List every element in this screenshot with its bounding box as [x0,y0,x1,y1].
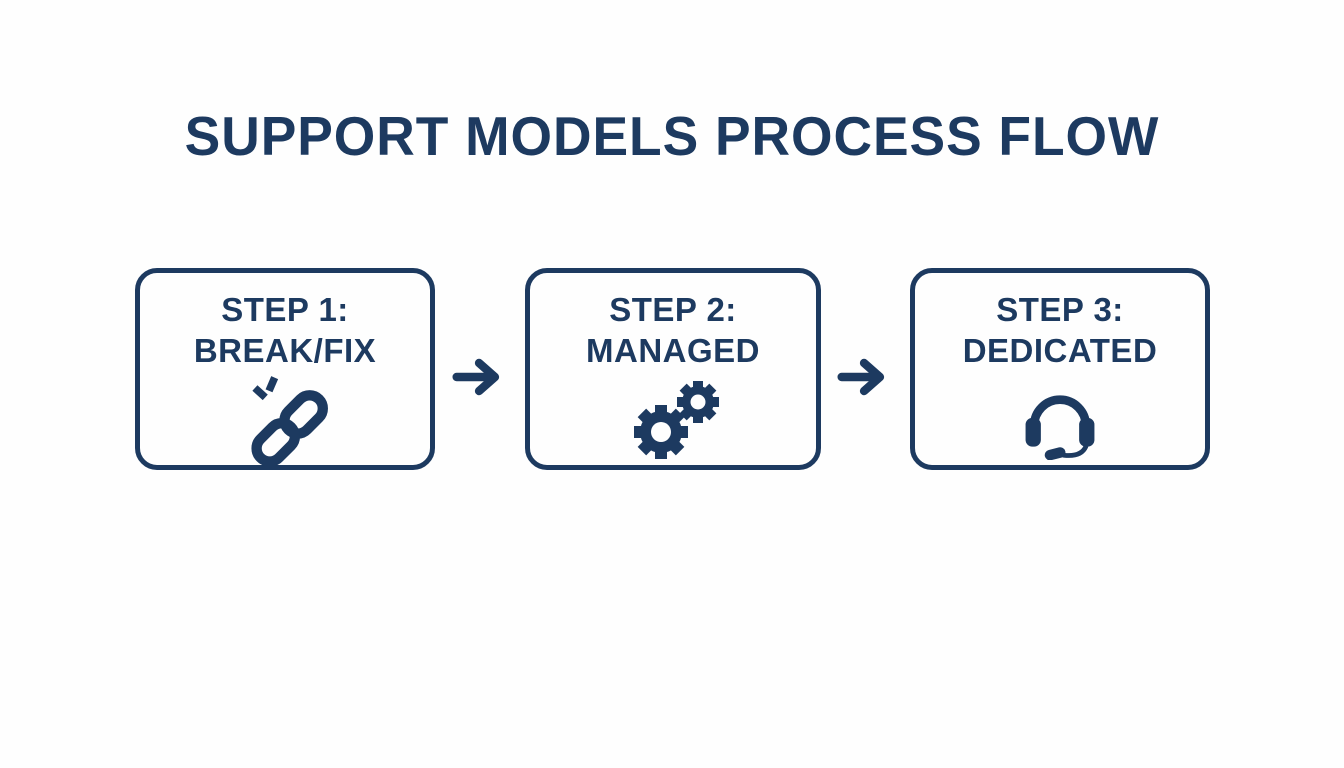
step-box-dedicated: STEP 3: DEDICATED [910,268,1210,470]
step-label: STEP 2: MANAGED [586,289,760,372]
step-label-line1: STEP 1: [221,291,349,328]
step-label-line2: DEDICATED [962,332,1158,370]
headset-icon [1012,372,1108,466]
gears-icon [617,372,729,470]
step-label: STEP 3: DEDICATED [963,289,1158,372]
page-title: SUPPORT MODELS PROCESS FLOW [184,105,1160,167]
arrow-right-icon [452,353,508,401]
broken-chain-link-icon [233,372,337,472]
step-label: STEP 1: BREAK/FIX [194,289,376,372]
step-label-line2: BREAK/FIX [193,332,377,370]
step-label-line2: MANAGED [586,332,760,370]
step-box-managed: STEP 2: MANAGED [525,268,821,470]
step-label-line1: STEP 3: [996,291,1124,328]
step-label-line1: STEP 2: [609,291,737,328]
step-box-break-fix: STEP 1: BREAK/FIX [135,268,435,470]
arrow-right-icon [837,353,893,401]
